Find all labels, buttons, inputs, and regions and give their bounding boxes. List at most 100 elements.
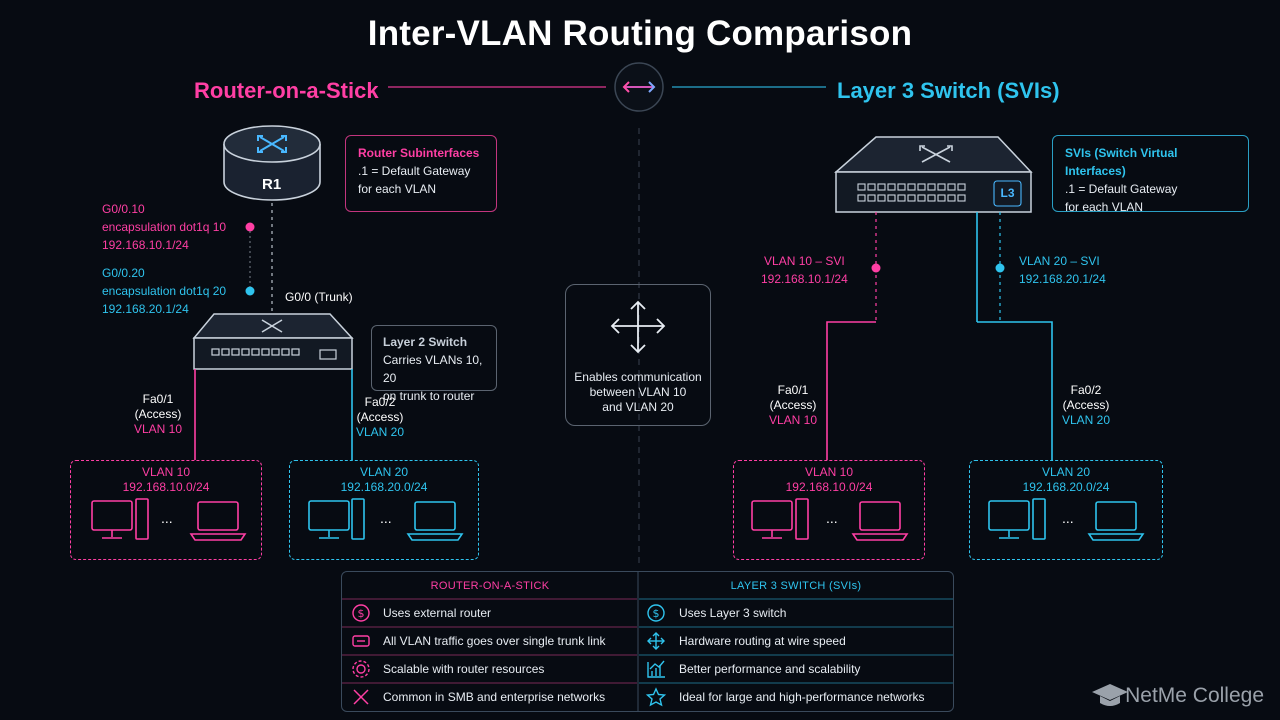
comparison-table: ROUTER-ON-A-STICK LAYER 3 SWITCH (SVIs) … [341, 571, 954, 712]
right-section-title: Layer 3 Switch (SVIs) [837, 78, 1060, 103]
svi20-name: VLAN 20 – SVI [1019, 254, 1100, 268]
svi10-label: VLAN 10 – SVI 192.168.10.1/24 [761, 252, 848, 288]
left-vlan20-ellipsis: ... [380, 510, 392, 526]
right-vlan20-ellipsis: ... [1062, 510, 1074, 526]
left-vlan20-subnet: 192.168.20.0/24 [340, 480, 428, 494]
center-info-line1: Enables communication [574, 370, 702, 384]
left-vlan10-box: VLAN 10 192.168.10.0/24 ... [70, 460, 262, 560]
subinterface-20-encap: encapsulation dot1q 20 [102, 284, 227, 298]
svi-info-title: SVIs (Switch Virtual Interfaces) [1065, 146, 1178, 178]
watermark: NetMe College [1125, 684, 1264, 708]
router-info-line1: .1 = Default Gateway [358, 164, 471, 178]
chart-icon [647, 660, 665, 678]
router-r1-icon [223, 125, 321, 201]
star-icon [645, 687, 667, 707]
svg-text:$: $ [653, 607, 660, 620]
comparison-left-header: ROUTER-ON-A-STICK [430, 580, 550, 592]
right-port1-mode: (Access) [769, 398, 817, 412]
left-vlan10-ellipsis: ... [161, 510, 173, 526]
left-port2-vlan: VLAN 20 [355, 425, 405, 439]
switch-info-box: Layer 2 Switch Carries VLANs 10, 20 on t… [371, 325, 497, 403]
dollar-icon: $ [352, 604, 370, 622]
layer2-switch-icon [192, 313, 354, 370]
laptop-icon [189, 501, 247, 541]
subinterface-10-label: G0/0.10 encapsulation dot1q 10 192.168.1… [102, 200, 226, 254]
right-access-link-vlan20 [977, 321, 1053, 460]
center-info-box: Enables communication between VLAN 10 an… [565, 284, 711, 426]
graduation-cap-icon [1092, 684, 1128, 706]
subinterface-10-ip: 192.168.10.1/24 [102, 238, 189, 252]
right-port2-label: Fa0/2 (Access) VLAN 20 [1056, 383, 1116, 428]
gear-icon [352, 660, 370, 678]
comparison-left-row: All VLAN traffic goes over single trunk … [383, 634, 606, 648]
switch-info-title: Layer 2 Switch [383, 335, 468, 349]
subinterface-20-dot [245, 286, 255, 296]
desktop-pc-icon [308, 498, 365, 540]
right-port1-vlan: VLAN 10 [768, 413, 818, 427]
right-port2-vlan: VLAN 20 [1061, 413, 1111, 427]
trunk-label: G0/0 (Trunk) [285, 290, 353, 304]
laptop-icon [406, 501, 464, 541]
left-port1-vlan: VLAN 10 [133, 422, 183, 436]
right-port1-label: Fa0/1 (Access) VLAN 10 [763, 383, 823, 428]
center-info-text: Enables communication between VLAN 10 an… [566, 370, 710, 415]
svi10-name: VLAN 10 – SVI [764, 254, 845, 268]
router-info-title: Router Subinterfaces [358, 146, 480, 160]
desktop-pc-icon [988, 498, 1046, 540]
comparison-right-row: Hardware routing at wire speed [679, 634, 846, 648]
tools-icon [353, 689, 369, 705]
svi-info-box: SVIs (Switch Virtual Interfaces) .1 = De… [1052, 135, 1249, 214]
laptop-icon [851, 501, 909, 541]
layer3-switch-icon [834, 136, 1033, 213]
laptop-icon [1087, 501, 1145, 541]
svi20-ip: 192.168.20.1/24 [1019, 272, 1106, 286]
left-port1-mode: (Access) [134, 407, 182, 421]
comparison-left-row: Common in SMB and enterprise networks [383, 690, 606, 704]
left-port2-name: Fa0/2 [364, 395, 396, 409]
left-port2-label: Fa0/2 (Access) VLAN 20 [350, 395, 410, 440]
right-vlan10-box: VLAN 10 192.168.10.0/24 ... [733, 460, 925, 560]
subinterface-20-name: G0/0.20 [102, 266, 145, 280]
svi20-label: VLAN 20 – SVI 192.168.20.1/24 [1019, 252, 1106, 288]
svi20-dot [995, 263, 1005, 273]
move-arrows-icon [647, 632, 665, 650]
right-vlan10-name: VLAN 10 [804, 465, 854, 479]
bidirectional-arrows-icon [614, 62, 664, 112]
comparison-left-row: Scalable with router resources [383, 662, 545, 676]
subinterface-10-dot [245, 222, 255, 232]
four-way-arrows-icon [610, 300, 666, 354]
subinterface-10-name: G0/0.10 [102, 202, 145, 216]
trunk-link-icon [352, 635, 370, 647]
svi-info-line2: for each VLAN [1065, 200, 1144, 214]
svi10-dot [871, 263, 881, 273]
svg-text:$: $ [358, 607, 365, 620]
left-port1-name: Fa0/1 [142, 392, 174, 406]
comparison-right-header: LAYER 3 SWITCH (SVIs) [730, 580, 862, 592]
right-port1-name: Fa0/1 [777, 383, 809, 397]
left-section-title: Router-on-a-Stick [194, 78, 379, 103]
switch-info-line2: on trunk to router [383, 389, 475, 403]
switch-info-line1: Carries VLANs 10, 20 [383, 353, 483, 385]
router-info-box: Router Subinterfaces .1 = Default Gatewa… [345, 135, 497, 212]
comparison-right-row: Ideal for large and high-performance net… [679, 690, 925, 704]
right-access-link-vlan10 [826, 321, 876, 460]
page-title: Inter-VLAN Routing Comparison [367, 14, 913, 53]
right-port2-name: Fa0/2 [1070, 383, 1102, 397]
desktop-pc-icon [91, 498, 149, 540]
left-port1-label: Fa0/1 (Access) VLAN 10 [128, 392, 188, 437]
right-vlan10-ellipsis: ... [826, 510, 838, 526]
router-label: R1 [262, 176, 282, 193]
right-vlan20-box: VLAN 20 192.168.20.0/24 ... [969, 460, 1163, 560]
right-vlan20-name: VLAN 20 [1041, 465, 1091, 479]
router-info-line2: for each VLAN [358, 182, 437, 196]
dollar-icon: $ [647, 604, 665, 622]
watermark-text: NetMe College [1125, 684, 1264, 707]
left-vlan10-subnet: 192.168.10.0/24 [122, 480, 210, 494]
right-vlan20-subnet: 192.168.20.0/24 [1022, 480, 1110, 494]
left-vlan20-box: VLAN 20 192.168.20.0/24 ... [289, 460, 479, 560]
desktop-pc-icon [751, 498, 809, 540]
comparison-right-row: Better performance and scalability [679, 662, 861, 676]
comparison-right-row: Uses Layer 3 switch [679, 606, 787, 620]
